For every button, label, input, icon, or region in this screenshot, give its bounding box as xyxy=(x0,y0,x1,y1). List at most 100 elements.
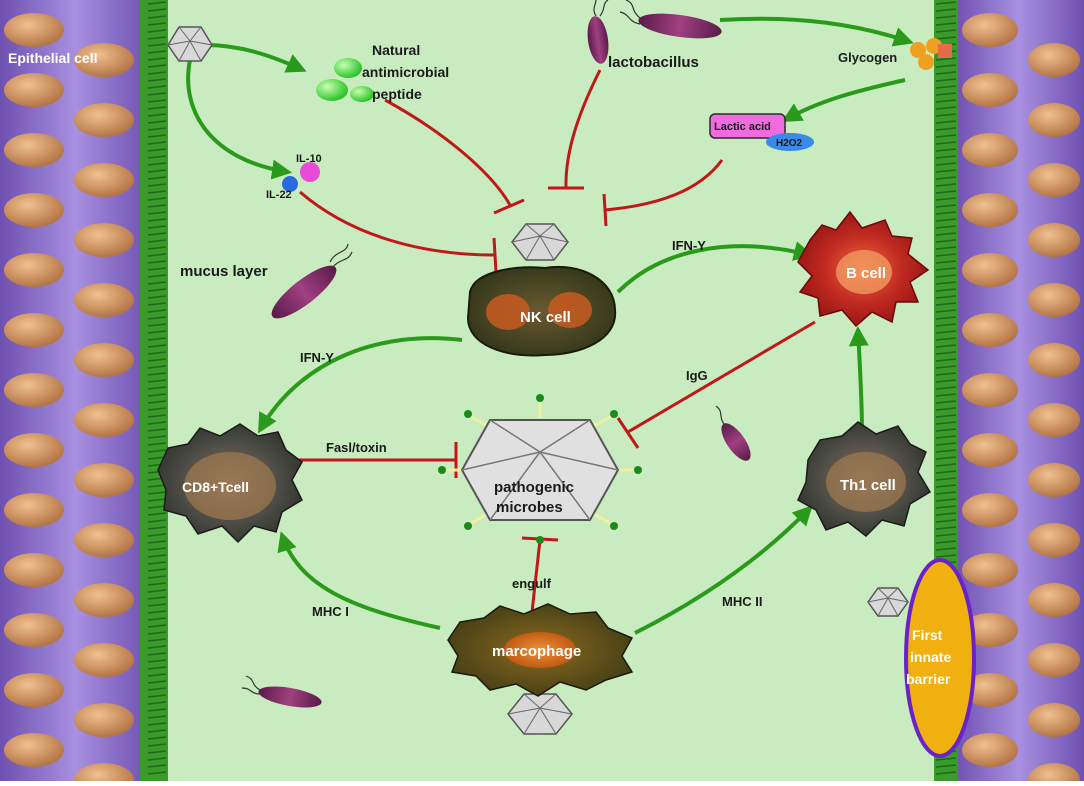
nucleus-icon xyxy=(74,523,134,557)
arrow-virus-to-peptide xyxy=(204,43,307,73)
nucleus-icon xyxy=(74,343,134,377)
edge-label-mhc-ii: MHC II xyxy=(722,594,762,609)
label-epithelial-cell: Epithelial cell xyxy=(8,50,97,66)
nucleus-icon xyxy=(962,13,1018,47)
label-pathogenic-microbes: pathogenic microbes xyxy=(494,479,578,516)
nucleus-icon xyxy=(74,103,134,137)
inhibit-macrophage-microbes xyxy=(530,539,542,613)
label-natural-antimicrobial-peptide: Natural antimicrobial peptide xyxy=(362,42,453,102)
inhibit-peptide-virus xyxy=(384,98,512,206)
nucleus-icon xyxy=(4,553,64,587)
edge-label-igg: IgG xyxy=(686,368,708,383)
arrow-th1-to-bcell xyxy=(848,326,869,433)
label-cd8-tcell: CD8+Tcell xyxy=(182,479,249,495)
label-macrophage: marcophage xyxy=(492,643,581,660)
nucleus-icon xyxy=(1028,223,1080,257)
label-b-cell: B cell xyxy=(846,265,886,282)
label-il10: IL-10 xyxy=(296,153,322,165)
edge-label-fasl-toxin: Fasl/toxin xyxy=(326,440,387,455)
nucleus-icon xyxy=(4,253,64,287)
lactic-acid-icon xyxy=(709,113,786,139)
nucleus-icon xyxy=(4,493,64,527)
nucleus-icon xyxy=(4,313,64,347)
nucleus-icon xyxy=(4,13,64,47)
nucleus-icon xyxy=(1028,703,1080,737)
nucleus-icon xyxy=(962,553,1018,587)
nucleus-icon xyxy=(74,763,134,786)
nucleus-icon xyxy=(962,673,1018,707)
nucleus-icon xyxy=(74,463,134,497)
nucleus-icon xyxy=(74,163,134,197)
bacterium-icon xyxy=(715,405,751,461)
nucleus-icon xyxy=(4,73,64,107)
virus-icon xyxy=(507,693,573,735)
label-lactobacillus: lactobacillus xyxy=(608,54,699,71)
inhibit-lacticacid-virus xyxy=(604,159,724,212)
label-mucus-layer: mucus layer xyxy=(180,263,268,280)
nucleus-icon xyxy=(1028,523,1080,557)
nucleus-icon xyxy=(1028,463,1080,497)
nucleus-icon xyxy=(1028,763,1080,786)
label-h2o2: H2O2 xyxy=(776,138,803,149)
nucleus-icon xyxy=(4,433,64,467)
nucleus-icon xyxy=(74,643,134,677)
bacterium-icon xyxy=(619,0,722,39)
nucleus-icon xyxy=(962,253,1018,287)
inhibit-bcell-microbes xyxy=(627,320,816,434)
inhibit-il22-nk xyxy=(299,190,496,257)
nucleus-icon xyxy=(962,373,1018,407)
nucleus-icon xyxy=(74,403,134,437)
edge-label-ifn-nk-bcell: IFN-Y xyxy=(672,238,706,253)
label-nk-cell: NK cell xyxy=(520,309,571,326)
virus-icon xyxy=(867,587,909,617)
nucleus-icon xyxy=(74,283,134,317)
nucleus-icon xyxy=(962,433,1018,467)
arrow-lactobacillus-to-glycogen xyxy=(719,16,914,47)
bacterium-icon xyxy=(241,675,322,708)
nucleus-icon xyxy=(4,133,64,167)
arrow-nk-to-cd8 xyxy=(258,336,463,434)
nucleus-icon xyxy=(1028,643,1080,677)
arrow-macrophage-to-cd8 xyxy=(277,531,441,630)
label-first-innate-barrier: First innate barrier xyxy=(906,627,955,687)
inhibit-lactobacillus-virus xyxy=(564,69,602,189)
cd8-tcell: CD8+Tcell xyxy=(157,423,303,544)
edge-label-ifn-nk-cd8: IFN-Y xyxy=(300,350,334,365)
antimicrobial-peptide-icon xyxy=(316,58,374,102)
h2o2-icon xyxy=(766,133,814,151)
nucleus-icon xyxy=(4,673,64,707)
label-th1-cell: Th1 cell xyxy=(840,477,896,494)
nucleus-icon xyxy=(962,193,1018,227)
arrow-virus-to-il10 xyxy=(186,59,292,180)
nucleus-icon xyxy=(74,43,134,77)
bacterium-icon xyxy=(271,243,353,319)
nucleus-icon xyxy=(962,613,1018,647)
arrow-glycogen-to-lacticacid xyxy=(781,78,906,122)
macrophage: marcophage xyxy=(447,603,634,697)
b-cell: B cell xyxy=(797,210,930,328)
nucleus-icon xyxy=(962,313,1018,347)
label-lactic-acid: Lactic acid xyxy=(714,121,771,133)
edge-label-engulf: engulf xyxy=(512,576,552,591)
first-innate-barrier: First innate barrier xyxy=(904,558,976,758)
nucleus-icon xyxy=(4,613,64,647)
virus-icon xyxy=(511,223,569,261)
nucleus-icon xyxy=(962,493,1018,527)
pathogenic-microbes: pathogenic microbes xyxy=(438,394,642,544)
virus-icon xyxy=(167,26,213,62)
bacterium-icon xyxy=(587,0,609,64)
il22-icon xyxy=(282,176,298,192)
nucleus-icon xyxy=(1028,403,1080,437)
nucleus-icon xyxy=(4,373,64,407)
nucleus-icon xyxy=(962,73,1018,107)
nucleus-icon xyxy=(1028,43,1080,77)
nucleus-icon xyxy=(74,703,134,737)
nucleus-icon xyxy=(1028,583,1080,617)
glycogen-icon xyxy=(910,38,952,70)
arrow-nk-to-bcell xyxy=(616,241,814,294)
th1-cell: Th1 cell xyxy=(797,421,932,537)
nucleus-icon xyxy=(74,583,134,617)
nucleus-icon xyxy=(4,193,64,227)
nucleus-icon xyxy=(962,133,1018,167)
